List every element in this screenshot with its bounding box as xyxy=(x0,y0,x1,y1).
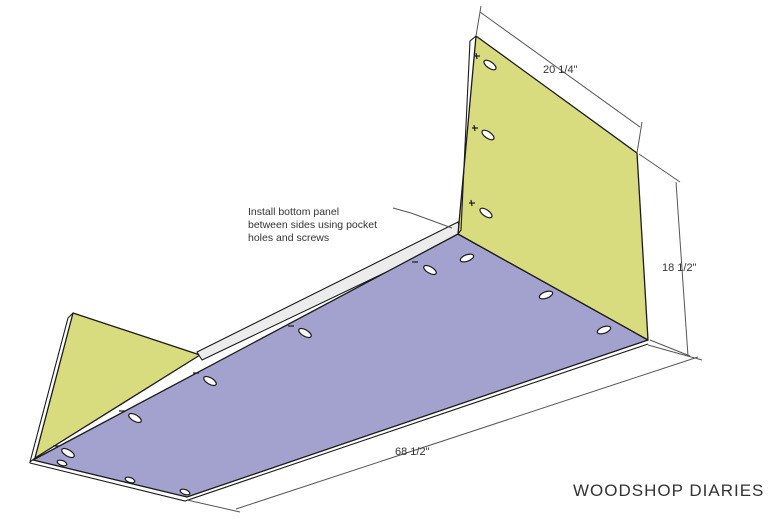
brand-watermark: WOODSHOP DIARIES xyxy=(573,481,764,500)
pocket-hole xyxy=(481,129,495,141)
pocket-holes-right-panel xyxy=(469,52,497,219)
pocket-hole xyxy=(124,476,136,484)
pocket-hole xyxy=(483,59,497,71)
dimension-depth-label: 20 1/4" xyxy=(543,64,578,76)
callout-annotation: Install bottom panel between sides using… xyxy=(248,206,380,244)
pocket-hole xyxy=(61,447,75,459)
dimension-height-label: 18 1/2" xyxy=(662,262,697,274)
pocket-holes-bottom-panel xyxy=(53,253,612,496)
pocket-hole xyxy=(203,375,217,387)
left-side-panel xyxy=(34,312,201,459)
pocket-hole xyxy=(479,207,493,219)
bottom-panel-front-thickness xyxy=(29,343,649,502)
callout-line-1: Install bottom panel xyxy=(248,206,339,218)
dimension-length xyxy=(186,344,703,513)
callout-leader-line xyxy=(392,207,453,229)
dimension-height xyxy=(638,153,691,357)
callout-line-3: holes and screws xyxy=(248,232,329,244)
callout-line-2: between sides using pocket xyxy=(248,219,377,231)
pocket-hole xyxy=(423,264,437,276)
right-side-panel-thickness xyxy=(457,35,477,235)
pocket-hole xyxy=(128,412,142,424)
dimension-depth xyxy=(475,5,643,154)
pocket-hole xyxy=(538,290,554,300)
dimension-length-label: 68 1/2" xyxy=(395,446,430,458)
pocket-hole xyxy=(179,488,191,496)
pocket-hole xyxy=(596,325,612,335)
pocket-hole xyxy=(56,459,68,467)
pocket-hole xyxy=(298,327,312,339)
pocket-hole xyxy=(459,253,475,263)
